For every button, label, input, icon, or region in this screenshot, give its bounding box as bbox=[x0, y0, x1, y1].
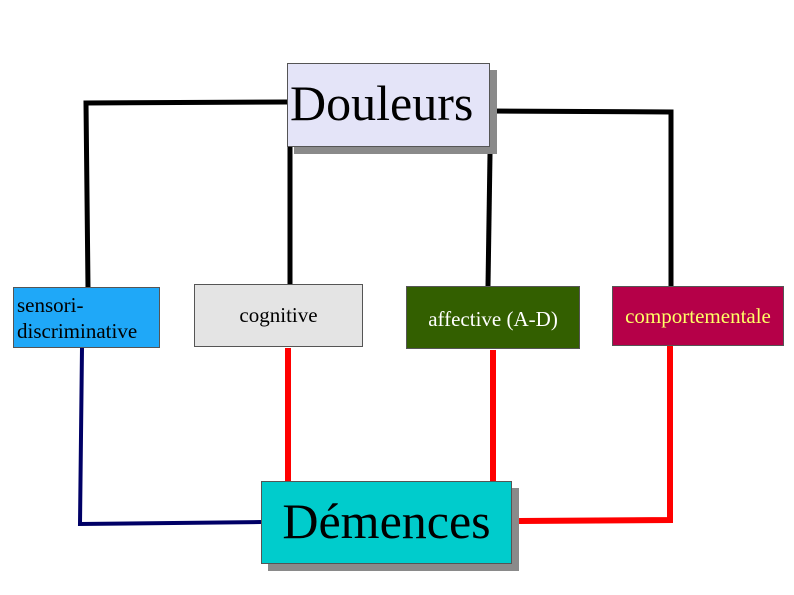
connector-sensori-demences bbox=[77, 347, 262, 527]
category-cognitive: cognitive bbox=[194, 284, 363, 347]
category-sensori-label-line2: discriminative bbox=[17, 319, 138, 343]
connector-comportementale-douleurs bbox=[489, 108, 674, 286]
category-sensori-label: sensori- discriminative bbox=[17, 292, 137, 344]
douleurs-label: Douleurs bbox=[290, 75, 474, 131]
category-sensori-discriminative: sensori- discriminative bbox=[13, 287, 160, 348]
connector-comportementale-demences bbox=[518, 346, 673, 524]
category-affective: affective (A-D) bbox=[406, 286, 580, 349]
demences-label: Démences bbox=[282, 492, 491, 549]
category-cognitive-label: cognitive bbox=[239, 303, 318, 327]
category-affective-label: affective (A-D) bbox=[428, 307, 558, 331]
connector-affective-douleurs bbox=[485, 153, 493, 287]
category-comportementale: comportementale bbox=[612, 286, 784, 346]
douleurs-node: Douleurs bbox=[287, 63, 490, 147]
demences-node: Démences bbox=[261, 481, 512, 564]
connector-sensori-douleurs bbox=[83, 99, 288, 289]
category-sensori-label-line1: sensori- bbox=[17, 293, 84, 317]
category-comportementale-label: comportementale bbox=[625, 303, 771, 328]
